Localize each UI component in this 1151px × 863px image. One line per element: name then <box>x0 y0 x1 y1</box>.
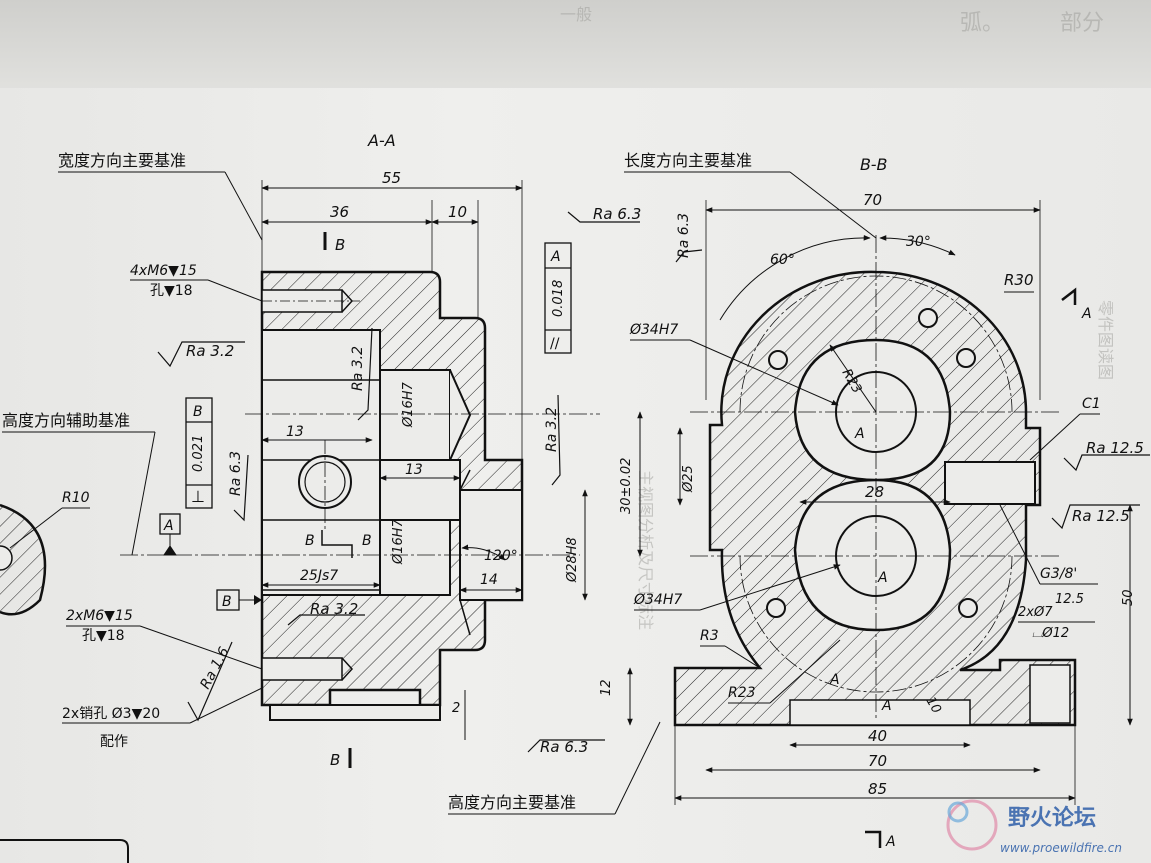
datum-height-main: 高度方向主要基准 <box>448 793 576 812</box>
pin-hole-line1: 2x销孔 Ø3▼20 <box>62 706 160 722</box>
datum-height-aux: 高度方向辅助基准 <box>2 411 130 430</box>
radius-r30: R30 <box>1004 271 1034 289</box>
svg-text:Ra 6.3: Ra 6.3 <box>228 451 244 496</box>
holes-top-line1: 4xM6▼15 <box>130 263 197 279</box>
dim-70: 70 <box>868 752 887 770</box>
datum-notes: 宽度方向主要基准 高度方向辅助基准 长度方向主要基准 高度方向主要基准 <box>2 151 877 815</box>
svg-text:零件图读图: 零件图读图 <box>1096 300 1115 380</box>
threaded-hole-bottom <box>261 657 343 681</box>
cut-b1: B <box>305 533 315 549</box>
dim-10: 10 <box>448 203 467 221</box>
dim-25js7: 25Js7 <box>300 568 338 584</box>
roughness-r1: Ra 6.3 <box>676 213 692 258</box>
roughness-r3: Ra 12.5 <box>1072 507 1130 525</box>
dim-25: Ø25 <box>681 465 696 493</box>
dim-28h8: Ø28H8 <box>565 537 580 583</box>
svg-text:一般: 一般 <box>560 5 592 24</box>
cut-b-bottom: B <box>330 751 340 769</box>
label-a3: A <box>829 672 840 688</box>
watermark-url: www.proewildfire.cn <box>1000 841 1122 855</box>
svg-text:Ra 6.3: Ra 6.3 <box>540 738 588 756</box>
svg-text:0.018: 0.018 <box>551 280 566 317</box>
dim-12: 12 <box>599 679 614 696</box>
datum-width-main: 宽度方向主要基准 <box>58 151 186 170</box>
tolerance-perpendicularity: B 0.021 ⊥ <box>185 397 213 509</box>
watermark-title: 野火论坛 <box>1008 805 1096 831</box>
dim-30: 30±0.02 <box>619 458 634 514</box>
label-a4: A <box>881 698 892 714</box>
svg-text:Ra 1.6: Ra 1.6 <box>197 645 232 692</box>
dim-28: 28 <box>865 483 884 501</box>
left-view-aa: A-A <box>0 131 641 769</box>
datum-b-box: B <box>222 594 232 610</box>
cut-b-top: B <box>335 236 345 254</box>
datum-a-box: A <box>163 518 174 534</box>
dim-36: 36 <box>330 203 349 221</box>
cut-a-right: A <box>1081 306 1092 322</box>
svg-text:A: A <box>550 249 561 265</box>
label-a2: A <box>877 570 888 586</box>
dim-12-5: 12.5 <box>1055 592 1084 607</box>
right-view-bb: B-B <box>599 155 1150 850</box>
svg-text:部分: 部分 <box>1060 11 1104 36</box>
dim-40: 40 <box>868 727 887 745</box>
previous-page-edge <box>0 0 1151 95</box>
holes-bottom-line1: 2xM6▼15 <box>66 608 133 624</box>
angle-60: 60° <box>770 252 795 268</box>
dia-34h7a: Ø34H7 <box>629 322 678 338</box>
bore-middle <box>379 459 461 521</box>
counterbore-12: ⌴Ø12 <box>1032 626 1069 641</box>
cut-a-bottom: A <box>885 834 896 850</box>
chamfer-c1: C1 <box>1082 396 1101 412</box>
label-a1: A <box>854 426 865 442</box>
svg-text:Ra 6.3: Ra 6.3 <box>593 205 641 223</box>
svg-text:Ra 3.2: Ra 3.2 <box>310 600 358 618</box>
dim-13b: 13 <box>405 462 423 478</box>
section-label-bb: B-B <box>860 155 887 174</box>
background-print: 弧。 一般 部分 主视图分析及尺寸标注 零件图读图 <box>560 5 1115 630</box>
tolerance-parallelism: A 0.018 // <box>544 242 572 354</box>
dim-16h7a: Ø16H7 <box>401 381 416 428</box>
thread-g38: G3/8' <box>1040 566 1077 582</box>
cut-b2: B <box>362 533 372 549</box>
svg-text:⊥: ⊥ <box>191 487 205 506</box>
dim-16h7b: Ø16H7 <box>391 518 406 565</box>
dim-50: 50 <box>1121 589 1136 606</box>
holes-top-line2: 孔▼18 <box>150 283 193 299</box>
radius-r10: R10 <box>62 490 90 506</box>
angle-120: 120° <box>484 548 518 564</box>
radius-r3: R3 <box>700 628 719 644</box>
svg-text:Ra 3.2: Ra 3.2 <box>186 342 234 360</box>
holes-bottom-line2: 孔▼18 <box>82 628 125 644</box>
watermark: 野火论坛 www.proewildfire.cn <box>946 799 1122 855</box>
dim-13a: 13 <box>286 424 304 440</box>
svg-text://: // <box>550 336 560 352</box>
dim-55: 55 <box>382 169 401 187</box>
left-cavity <box>261 329 381 596</box>
roughness-r2: Ra 12.5 <box>1086 439 1144 457</box>
dim-70-top: 70 <box>863 191 882 209</box>
svg-text:弧。: 弧。 <box>960 11 1004 36</box>
svg-text:Ra 3.2: Ra 3.2 <box>350 346 366 391</box>
radius-r23b: R23 <box>728 685 756 701</box>
bore-lower <box>379 519 451 596</box>
angle-30: 30° <box>906 234 931 250</box>
svg-text:0.021: 0.021 <box>191 435 206 472</box>
dim-85: 85 <box>868 780 887 798</box>
dia-34h7b: Ø34H7 <box>633 592 682 608</box>
holes-2x7: 2xØ7 <box>1018 605 1053 620</box>
svg-text:Ra 3.2: Ra 3.2 <box>544 407 560 452</box>
datum-length-main: 长度方向主要基准 <box>624 151 752 170</box>
svg-text:B: B <box>193 404 203 420</box>
base-plate <box>269 704 441 721</box>
side-port <box>944 461 1036 505</box>
pin-hole-line2: 配作 <box>100 734 128 750</box>
dim-10-right: 10 <box>923 695 944 717</box>
dim-14: 14 <box>480 572 498 588</box>
section-label-aa: A-A <box>367 131 396 150</box>
dim-2: 2 <box>452 701 460 716</box>
